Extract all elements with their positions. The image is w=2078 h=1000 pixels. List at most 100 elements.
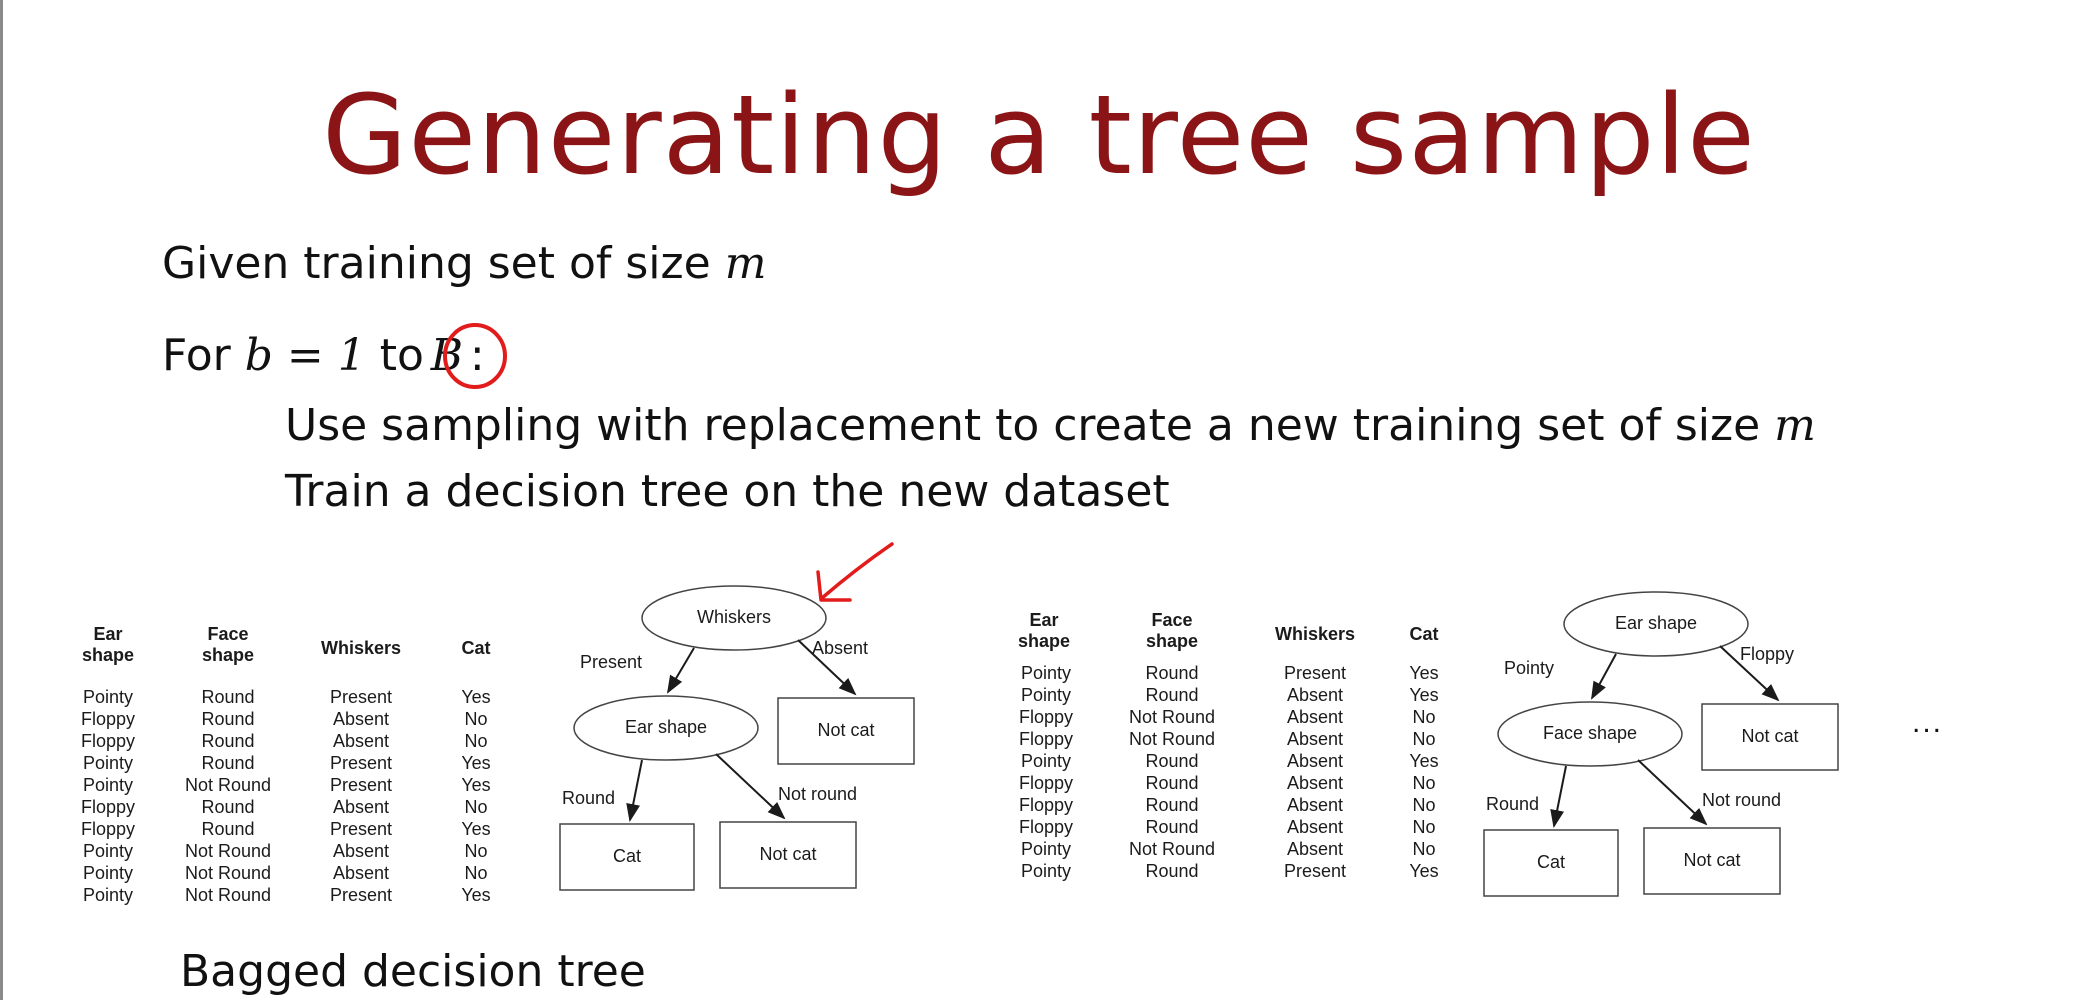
cell: Round [1145,861,1199,881]
header-face-shape: Face shape [1145,610,1199,651]
line2-prefix: For [162,330,245,381]
cell: Absent [332,731,390,751]
header-whiskers: Whiskers [320,638,402,658]
cell: Not Round [184,841,272,861]
cell: No [464,841,488,861]
tree1-cat-leaf: Cat [612,846,641,867]
cell: Round [1145,773,1199,793]
cell: Present [329,687,393,707]
cell: No [464,863,488,883]
decision-tree-2: Ear shape Face shape Not cat Cat Not cat… [1470,576,1870,906]
cell: Present [329,885,393,905]
edge-label-absent: Absent [812,638,869,658]
cell: Not Round [184,775,272,795]
cell: No [1412,817,1436,837]
line2-suffix: : [469,330,485,381]
slide-title: Generating a tree sample [322,71,1756,199]
cell: Absent [1286,685,1344,705]
cell: Pointy [82,841,134,861]
cell: Present [329,775,393,795]
column-ear-shape: Pointy Floppy Floppy Pointy Pointy Flopp… [58,686,158,906]
decision-tree-1: Whiskers Ear shape Not cat Cat Not cat P… [540,570,940,900]
cell: Yes [461,775,491,795]
tree2-cat-leaf: Cat [1536,852,1565,873]
cell: Pointy [82,753,134,773]
cell: Floppy [1018,795,1074,815]
edge-label-round: Round [562,788,616,808]
cell: Yes [1409,685,1439,705]
cell: Pointy [82,775,134,795]
cell: Pointy [1020,861,1072,881]
tree1-ear-shape-node: Ear shape [624,717,708,738]
tree2-face-shape-node: Face shape [1542,723,1638,744]
line1-text: Given training set of size [162,238,725,289]
cell: No [1412,773,1436,793]
cell: Round [1145,663,1199,683]
cell: Floppy [1018,729,1074,749]
column-ear-shape: Pointy Pointy Floppy Floppy Pointy Flopp… [1004,662,1088,882]
cell: Absent [332,841,390,861]
column-whiskers: Present Absent Absent Absent Absent Abse… [1260,662,1370,882]
tree1-root-node: Whiskers [696,607,771,628]
cell: Yes [461,687,491,707]
tree2-root-node: Ear shape [1614,613,1698,634]
cell: Not Round [1128,839,1216,859]
cell: Not Round [1128,707,1216,727]
cell: No [1412,839,1436,859]
cell: Pointy [1020,839,1072,859]
cell: Yes [461,819,491,839]
header-cat: Cat [1409,624,1439,644]
cell: Yes [1409,861,1439,881]
cell: Round [201,731,255,751]
tree2-not-cat-leaf-2: Not cat [1683,850,1741,871]
cell: Floppy [80,731,136,751]
cell: Round [201,819,255,839]
cell: Not Round [184,863,272,883]
cell: No [1412,795,1436,815]
cell: Yes [1409,751,1439,771]
cell: Present [1283,663,1347,683]
more-trees-ellipsis: ... [1912,706,1944,739]
left-border [0,0,3,1000]
tree2-not-cat-leaf: Not cat [1741,726,1799,747]
edge-label-present: Present [580,652,643,672]
cell: Pointy [82,863,134,883]
header-ear-shape: Ear shape [1017,610,1071,651]
cell: Floppy [80,797,136,817]
cell: Absent [1286,839,1344,859]
cell: Not Round [184,885,272,905]
cell: Present [329,753,393,773]
column-whiskers: Present Absent Absent Present Present Ab… [306,686,416,906]
var-m: m [724,238,767,289]
cell: Floppy [1018,707,1074,727]
cell: Yes [1409,663,1439,683]
loop-expression: b = 1 [244,330,366,381]
edge-label-not-round: Not round [778,784,858,804]
cell: Absent [1286,729,1344,749]
training-table-1: Ear shape Face shape Whiskers Cat Pointy… [56,620,516,905]
hand-drawn-circle-annotation [443,323,507,389]
header-whiskers: Whiskers [1274,624,1356,644]
cell: Absent [332,709,390,729]
line3-text: Use sampling with replacement to create … [285,400,1775,451]
edge-label-pointy: Pointy [1504,658,1555,678]
cell: Round [1145,751,1199,771]
line-train-decision-tree: Train a decision tree on the new dataset [285,466,1170,517]
cell: Yes [461,885,491,905]
edge-label-not-round: Not round [1702,790,1782,810]
cell: Absent [1286,795,1344,815]
column-face-shape: Round Round Round Round Not Round Round … [168,686,288,906]
column-cat: Yes No No Yes Yes No Yes No No Yes [446,686,506,906]
cell: Absent [1286,773,1344,793]
cell: Pointy [1020,751,1072,771]
var-m: m [1774,400,1816,451]
cell: Present [1283,861,1347,881]
cell: Pointy [1020,663,1072,683]
cell: Absent [1286,751,1344,771]
training-table-2: Ear shape Face shape Whiskers Cat Pointy… [1004,606,1464,886]
cell: Round [1145,817,1199,837]
cell: Not Round [1128,729,1216,749]
cell: Round [201,687,255,707]
cell: No [1412,707,1436,727]
column-face-shape: Round Round Not Round Not Round Round Ro… [1112,662,1232,882]
